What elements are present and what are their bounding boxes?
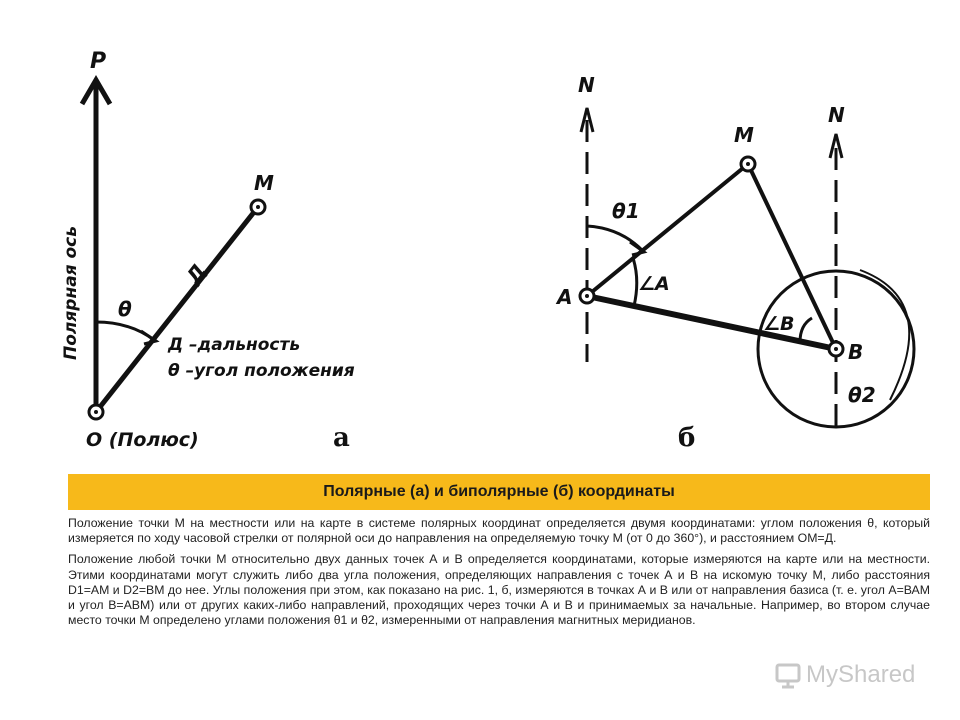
legend-distance: Д –дальность	[167, 335, 300, 355]
point-m-dot	[256, 205, 260, 209]
distance-line	[94, 205, 260, 414]
angle-b-label: ∠B	[763, 313, 795, 335]
baseline-ab	[586, 293, 837, 352]
point-a-label: A	[555, 285, 572, 309]
angle-a-arc	[631, 257, 639, 307]
theta2-circle	[756, 269, 916, 429]
point-b-label: B	[848, 340, 863, 364]
meridian-b-arrowhead	[828, 133, 844, 159]
panel-letter-a: а	[333, 423, 350, 453]
point-m-label-b: M	[734, 123, 754, 147]
polar-axis-name: Полярная ось	[61, 226, 81, 360]
coordinates-figure: P Полярная ось M Д θ Д –дальность θ –уго…	[61, 49, 916, 453]
watermark: MyShared	[774, 661, 915, 689]
pole-label: O (Полюс)	[86, 429, 199, 451]
panel-letter-b: б	[678, 423, 695, 453]
title-bar: Полярные (а) и биполярные (б) координаты	[68, 474, 930, 510]
paragraph-bipolar: Положение любой точки М относительно дву…	[68, 552, 930, 628]
line-bm	[746, 163, 838, 350]
theta2-label: θ2	[848, 383, 876, 407]
meridian-a-arrowhead	[579, 107, 595, 133]
distance-label: Д	[180, 259, 210, 289]
diagram-polar: P Полярная ось M Д θ Д –дальность θ –уго…	[61, 49, 355, 453]
legend-angle: θ –угол положения	[168, 361, 355, 381]
theta1-arc-arrowhead	[629, 240, 648, 257]
description-text: Положение точки М на местности или на ка…	[68, 516, 930, 634]
watermark-text: MyShared	[806, 661, 916, 688]
point-a-dot	[585, 294, 589, 298]
point-m-label-a: M	[254, 171, 274, 195]
polar-axis-label: P	[90, 49, 106, 74]
point-m-dot-b	[746, 162, 750, 166]
slide-title: Полярные (а) и биполярные (б) координаты	[323, 483, 675, 500]
angle-arc-arrowhead	[140, 329, 160, 346]
paragraph-polar: Положение точки М на местности или на ка…	[68, 516, 930, 546]
polar-axis-arrowhead	[79, 75, 113, 106]
north-a-label: N	[578, 73, 595, 97]
pole-dot	[94, 410, 98, 414]
line-am	[585, 162, 750, 298]
north-b-label: N	[828, 103, 845, 127]
diagram-bipolar: N N θ1 ∠A ∠B θ2 M A B б	[555, 73, 916, 453]
angle-arc-theta	[95, 320, 155, 342]
angle-a-label: ∠A	[638, 273, 670, 295]
theta1-text: θ1	[612, 199, 640, 223]
point-b-dot	[834, 347, 838, 351]
angle-theta-label: θ	[118, 297, 132, 321]
theta1-label: θ1	[612, 199, 640, 223]
theta2-arc	[859, 269, 911, 401]
watermark-logo-icon	[775, 663, 801, 689]
angle-b-arc	[798, 316, 813, 343]
